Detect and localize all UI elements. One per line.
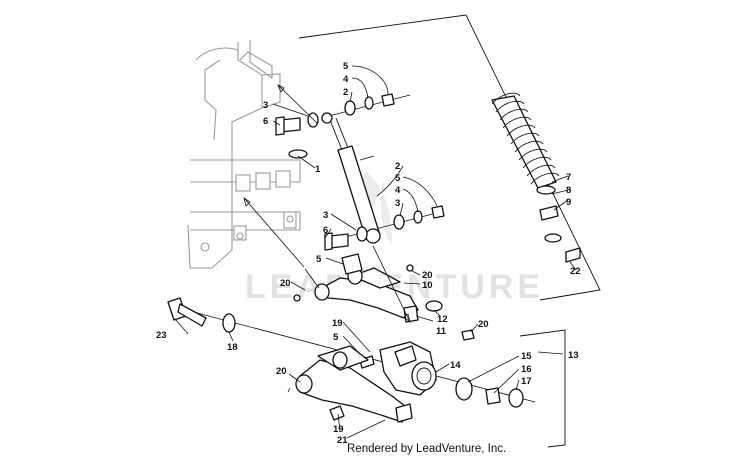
callout-17: 17	[521, 376, 532, 387]
callout-2: 2	[395, 161, 400, 172]
callout-20: 20	[478, 319, 489, 330]
spring-spacer-part	[539, 205, 559, 221]
callout-6: 6	[263, 116, 268, 127]
callout-1: 1	[315, 164, 321, 175]
callout-5: 5	[316, 254, 322, 265]
callout-3: 3	[263, 100, 268, 111]
lower-a-arm	[295, 345, 413, 423]
shock-absorber	[321, 112, 381, 244]
lower-pin-line	[337, 211, 441, 240]
callout-13: 13	[568, 350, 579, 361]
callout-19: 19	[332, 318, 343, 329]
callout-8: 8	[566, 185, 571, 196]
steering-knuckle	[351, 341, 437, 396]
axle-stub	[167, 297, 236, 333]
vehicle-frame	[187, 40, 301, 269]
callout-6: 6	[323, 225, 328, 236]
callout-20: 20	[422, 270, 433, 281]
callout-21: 21	[337, 435, 348, 446]
bolt-part	[461, 329, 475, 341]
callout-10: 10	[422, 280, 433, 291]
callout-5: 5	[343, 61, 349, 72]
coil-spring	[491, 92, 560, 195]
callout-14: 14	[450, 360, 461, 371]
callout-3: 2	[343, 87, 348, 98]
hub-cap-part	[508, 388, 524, 408]
callout-12: 12	[437, 314, 448, 325]
callout-20: 20	[280, 278, 291, 289]
callout-5: 5	[333, 332, 339, 343]
callout-4: 4	[343, 74, 349, 85]
bushing-part	[288, 149, 308, 159]
callout-3: 3	[395, 198, 400, 209]
credit-text: Rendered by LeadVenture, Inc.	[347, 443, 506, 455]
callout-7: 7	[566, 172, 571, 183]
callout-labels: 5 4 2 3 6 1 2 5 4 3 3 6 5 20 20 10 12 11…	[156, 61, 581, 446]
callout-3: 3	[323, 210, 328, 221]
callout-23: 23	[156, 330, 167, 341]
callout-16: 16	[521, 364, 532, 375]
hub-nut-part	[485, 387, 501, 405]
callout-19: 19	[333, 424, 344, 435]
callout-15: 15	[521, 351, 532, 362]
spring-seat-part	[565, 247, 581, 263]
upper-ball-joint-part	[425, 300, 443, 312]
hub-group-bracket	[519, 329, 566, 448]
callout-20: 20	[276, 366, 287, 377]
callout-22: 22	[570, 266, 581, 277]
leader-lines	[175, 65, 577, 439]
spring-washer-part	[544, 233, 562, 243]
callout-5: 5	[395, 173, 401, 184]
callout-4: 4	[395, 185, 401, 196]
hub-bearing-part	[455, 377, 473, 401]
lower-hardware	[324, 205, 445, 251]
callout-11: 11	[436, 326, 447, 337]
upper-a-arm	[293, 253, 419, 323]
arrows	[243, 84, 411, 324]
callout-9: 9	[566, 197, 571, 208]
callout-18: 18	[227, 342, 238, 353]
